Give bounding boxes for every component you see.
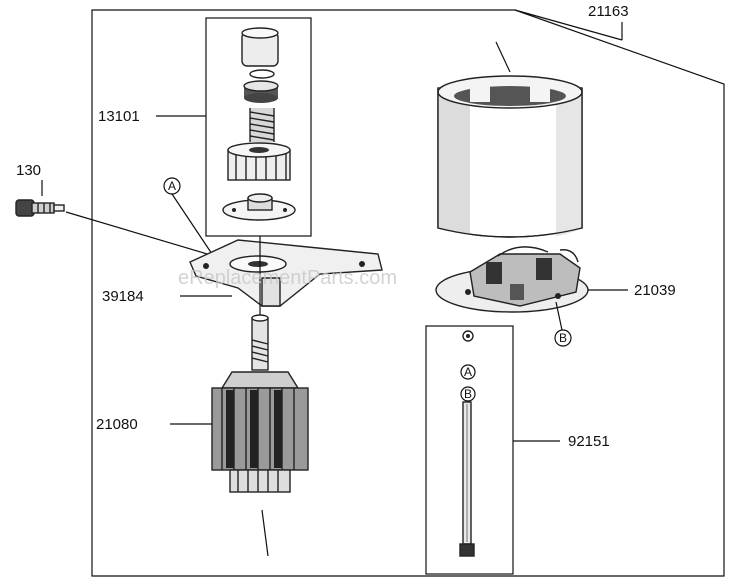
callout-130: 130 — [16, 162, 41, 179]
drive-assembly — [205, 17, 312, 237]
brush-holder — [435, 246, 589, 313]
ref-letter-b-holder: B — [559, 331, 567, 345]
callout-21163: 21163 — [588, 3, 629, 20]
drive-cap — [241, 27, 279, 67]
callout-21039: 21039 — [634, 282, 676, 299]
drive-assembly-box — [205, 17, 312, 237]
motor-housing — [437, 75, 583, 238]
leader-ref-a — [171, 193, 213, 255]
callout-92151: 92151 — [568, 433, 610, 450]
mounting-bracket — [189, 239, 383, 307]
callout-21080: 21080 — [96, 416, 138, 433]
mounting-bolt — [15, 199, 65, 217]
drive-plate — [222, 193, 296, 221]
through-bolt-box — [425, 325, 514, 575]
leader-21163-diag — [514, 9, 623, 41]
pinion-gear — [227, 142, 291, 181]
bolt-axis-line — [65, 211, 215, 257]
watermark: eReplacementParts.com — [178, 267, 397, 289]
diagram-frame — [91, 9, 725, 577]
drive-spring — [249, 108, 275, 142]
callout-13101: 13101 — [98, 108, 140, 125]
through-bolt-assembly — [459, 330, 476, 557]
housing-axis-top — [495, 41, 511, 73]
armature-axis-line — [261, 509, 269, 557]
ref-letter-a-bolt: A — [464, 365, 472, 379]
ref-circle-b-holder — [554, 329, 572, 347]
armature — [211, 314, 309, 493]
drive-collar — [243, 80, 279, 103]
snap-ring — [249, 69, 275, 79]
ref-letter-b-bolt: B — [464, 387, 472, 401]
callout-39184: 39184 — [102, 288, 144, 305]
ref-circle-a-bolt — [460, 364, 476, 380]
leader-ref-b — [555, 301, 563, 331]
ref-circle-b-bolt — [460, 386, 476, 402]
ref-letter-a-upper: A — [168, 179, 176, 193]
